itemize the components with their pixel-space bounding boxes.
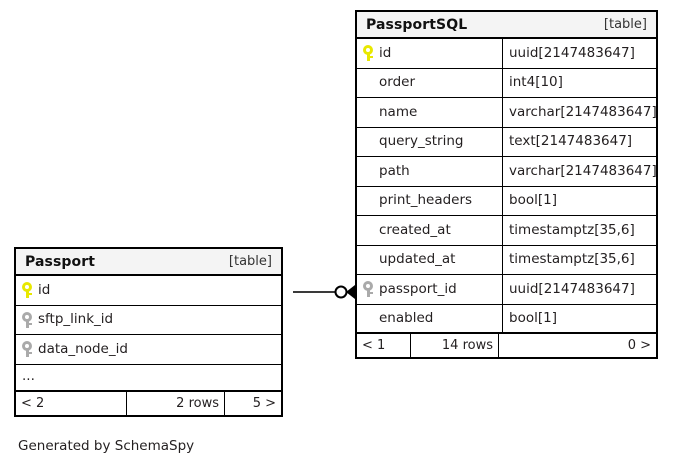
- table-row[interactable]: order int4[10]: [357, 68, 656, 98]
- column-type: varchar[2147483647]: [502, 98, 657, 127]
- more-columns-indicator[interactable]: ...: [16, 365, 281, 392]
- table-row[interactable]: data_node_id: [16, 335, 281, 365]
- column-name: id: [38, 281, 51, 298]
- column-type: varchar[2147483647]: [502, 157, 657, 186]
- column-type: int4[10]: [502, 68, 656, 97]
- table-title: Passport: [25, 253, 96, 270]
- optional-zero-marker-icon: [334, 285, 348, 299]
- column-name: data_node_id: [38, 340, 128, 357]
- row-count-label: 2 rows: [126, 391, 224, 415]
- column-type: bool[1]: [502, 186, 656, 215]
- primary-key-icon: [22, 282, 32, 299]
- column-type: uuid[2147483647]: [502, 39, 656, 68]
- column-name-cell: order: [357, 69, 502, 98]
- table-node-passportsql[interactable]: PassportSQL [table] id uuid[2147483647] …: [355, 10, 658, 359]
- column-name: passport_id: [379, 280, 457, 297]
- column-name: updated_at: [379, 251, 456, 267]
- table-row[interactable]: id uuid[2147483647]: [357, 39, 656, 69]
- table-row[interactable]: updated_at timestamptz[35,6]: [357, 245, 656, 275]
- table-row[interactable]: sftp_link_id: [16, 306, 281, 335]
- table-node-passport[interactable]: Passport [table] id sftp_link_id data_no…: [14, 247, 283, 417]
- column-name-cell: name: [357, 98, 502, 127]
- table-title: PassportSQL: [366, 16, 468, 33]
- relationship-edge-passport-to-passportsql[interactable]: [283, 275, 359, 311]
- table-row[interactable]: id: [16, 276, 281, 306]
- foreign-key-icon: [363, 281, 373, 298]
- column-name-cell: id: [16, 276, 281, 305]
- primary-key-icon: [363, 45, 373, 62]
- row-count-label: 14 rows: [410, 334, 498, 357]
- table-kind-label: [table]: [603, 17, 647, 32]
- table-row[interactable]: print_headers bool[1]: [357, 186, 656, 216]
- column-name-cell: data_node_id: [16, 335, 281, 364]
- table-header-passportsql: PassportSQL [table]: [357, 12, 656, 39]
- column-name-cell: path: [357, 157, 502, 186]
- column-name: created_at: [379, 221, 451, 238]
- column-type: timestamptz[35,6]: [502, 216, 656, 245]
- prev-relations-count[interactable]: < 1: [362, 338, 386, 353]
- table-row[interactable]: path varchar[2147483647]: [357, 157, 657, 187]
- relationship-arrowhead-icon: [346, 285, 355, 299]
- column-name-cell: enabled: [357, 305, 502, 333]
- column-name-cell: updated_at: [357, 246, 502, 275]
- column-name: enabled: [379, 309, 434, 326]
- column-name: sftp_link_id: [38, 311, 114, 327]
- prev-relations-count[interactable]: < 2: [21, 395, 45, 411]
- column-name: print_headers: [379, 192, 473, 208]
- table-row[interactable]: query_string text[2147483647]: [357, 127, 656, 157]
- table-row[interactable]: name varchar[2147483647]: [357, 98, 657, 128]
- column-name-cell: passport_id: [357, 275, 502, 304]
- table-header-passport: Passport [table]: [16, 249, 281, 276]
- column-name-cell: created_at: [357, 216, 502, 245]
- column-name: query_string: [379, 133, 464, 149]
- column-type: text[2147483647]: [502, 127, 656, 156]
- column-name: id: [379, 44, 392, 61]
- foreign-key-icon: [22, 311, 32, 328]
- column-name-cell: print_headers: [357, 187, 502, 216]
- column-name: order: [379, 74, 415, 90]
- table-footer-passport: < 2 2 rows 5 >: [16, 391, 281, 415]
- column-name: name: [379, 103, 418, 120]
- table-row[interactable]: created_at timestamptz[35,6]: [357, 216, 656, 246]
- column-name-cell: query_string: [357, 128, 502, 157]
- foreign-key-icon: [22, 341, 32, 358]
- column-type: bool[1]: [502, 304, 656, 332]
- table-row[interactable]: passport_id uuid[2147483647]: [357, 275, 656, 305]
- column-type: uuid[2147483647]: [502, 275, 656, 304]
- next-relations-count[interactable]: 0 >: [498, 334, 656, 357]
- table-kind-label: [table]: [228, 254, 272, 269]
- table-row[interactable]: enabled bool[1]: [357, 304, 656, 334]
- column-name-cell: sftp_link_id: [16, 306, 281, 335]
- column-name-cell: id: [357, 39, 502, 68]
- column-name: path: [379, 162, 410, 179]
- generated-by-caption: Generated by SchemaSpy: [18, 438, 195, 454]
- next-relations-count[interactable]: 5 >: [224, 391, 281, 415]
- table-footer-passportsql: < 1 14 rows 0 >: [357, 334, 656, 357]
- column-type: timestamptz[35,6]: [502, 245, 656, 274]
